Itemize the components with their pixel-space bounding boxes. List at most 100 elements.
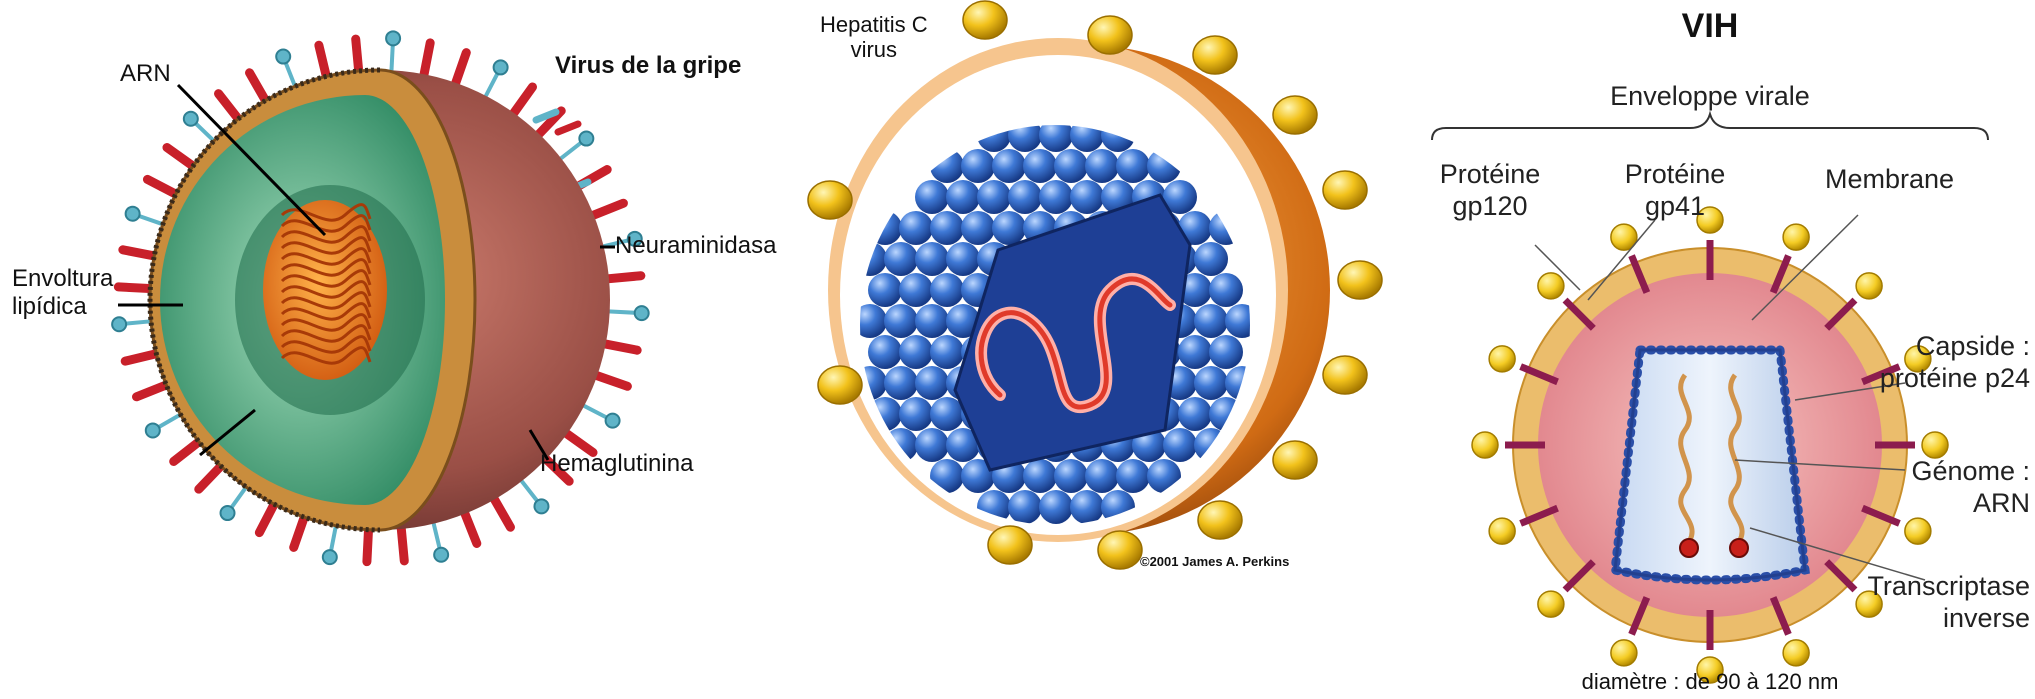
capsid-sphere (1209, 335, 1243, 369)
lipid-envelope-label: Envoltura lipídica (12, 265, 113, 321)
diameter-label: diamètre : de 90 à 120 nm (1510, 668, 1910, 696)
capsid-sphere (1008, 180, 1042, 214)
capsid-sphere (1194, 304, 1228, 338)
capsid-sphere (1008, 490, 1042, 524)
gp120-knob (1783, 224, 1809, 250)
capsid-sphere (1070, 180, 1104, 214)
envelope-knob (1088, 16, 1132, 54)
envelope-knob (1098, 531, 1142, 569)
neuraminidase-head (112, 317, 126, 331)
hemagglutinin-label: Hemaglutinina (540, 450, 693, 478)
capsid-sphere (1054, 459, 1088, 493)
capsid-sphere (1209, 273, 1243, 307)
capsid-sphere (1163, 428, 1197, 462)
capsid-sphere (884, 366, 918, 400)
capsid-sphere (1023, 149, 1057, 183)
neuraminidase-label: Neuraminidasa (615, 232, 776, 260)
hemagglutinin-spike (454, 53, 466, 87)
capsid-sphere (884, 304, 918, 338)
influenza-panel: Virus de la gripe ARN Envoltura lipídica… (0, 0, 800, 699)
envelope-knob (1323, 356, 1367, 394)
capsid-sphere (961, 149, 995, 183)
envelope-bracket (1432, 114, 1988, 140)
capsid-sphere (930, 273, 964, 307)
genome-label: Génome : ARN (1835, 455, 2030, 519)
envelope-knob (963, 1, 1007, 39)
envelope-knob (1338, 261, 1382, 299)
hemagglutinin-spike (512, 87, 533, 116)
capsid-sphere (1116, 149, 1150, 183)
envelope-label: Enveloppe virale (1560, 80, 1860, 112)
neuraminidase-head (579, 132, 593, 146)
gp120-knob (1783, 640, 1809, 666)
capsid-sphere (915, 428, 949, 462)
neuraminidase-head (606, 414, 620, 428)
capsid-sphere (1194, 242, 1228, 276)
hemagglutinin-spike (602, 343, 637, 350)
capsid-sphere (1023, 459, 1057, 493)
surface-spike (558, 124, 578, 132)
hepatitis-c-illustration (840, 0, 1400, 699)
hemagglutinin-spike (423, 43, 430, 78)
hemagglutinin-spike (493, 496, 511, 527)
gp120-knob (1489, 346, 1515, 372)
hiv-title: VIH (1655, 12, 1765, 40)
capsid-sphere (1039, 180, 1073, 214)
capsid-sphere (992, 211, 1026, 245)
capsid-sphere (1178, 397, 1212, 431)
gp120-knob (1538, 591, 1564, 617)
hemagglutinin-spike (463, 510, 476, 543)
capsid-sphere (915, 180, 949, 214)
hemagglutinin-spike (590, 203, 623, 216)
gp120-knob (1472, 432, 1498, 458)
neuraminidase-head (494, 60, 508, 74)
capsid-sphere (868, 335, 902, 369)
envelope-knob (1323, 171, 1367, 209)
capsid-sphere (915, 242, 949, 276)
neuraminidase-head (146, 423, 160, 437)
capsid-sphere (1178, 335, 1212, 369)
neuraminidase-head (184, 112, 198, 126)
envelope-knob (808, 181, 852, 219)
neuraminidase-head (635, 306, 649, 320)
gp120-knob (1905, 518, 1931, 544)
envelope-knob (1193, 36, 1237, 74)
neuraminidase-head (221, 506, 235, 520)
influenza-virus-illustration (0, 0, 800, 699)
capsid-sphere (915, 304, 949, 338)
capsid-sphere (899, 397, 933, 431)
capsid-sphere (1194, 366, 1228, 400)
neuraminidase-head (276, 50, 290, 64)
envelope-knob (1273, 441, 1317, 479)
envelope-knob (1198, 501, 1242, 539)
capsid-sphere (1054, 149, 1088, 183)
capsid-sphere (946, 180, 980, 214)
capsid-sphere (899, 211, 933, 245)
neuraminidase-head (323, 550, 337, 564)
image-credit: ©2001 James A. Perkins (1140, 548, 1289, 576)
capsid-sphere (1085, 149, 1119, 183)
capsid-label: Capside : protéine p24 (1835, 330, 2030, 394)
envelope-knob (818, 366, 862, 404)
capsid-sphere (899, 273, 933, 307)
hemagglutinin-spike (401, 525, 404, 561)
hemagglutinin-spike (605, 276, 641, 279)
hepatitis-c-title: Hepatitis C virus (820, 12, 928, 62)
gp120-knob (1489, 518, 1515, 544)
arn-label: ARN (120, 60, 171, 88)
gp120-knob (1611, 640, 1637, 666)
neuraminidase-head (126, 207, 140, 221)
reverse-transcriptase-label: Transcriptase inverse (1835, 570, 2030, 634)
reverse-transcriptase-2 (1730, 539, 1748, 557)
capsid-sphere (977, 180, 1011, 214)
neuraminidase-head (386, 31, 400, 45)
hepatitis-c-panel: Hepatitis C virus ©2001 James A. Perkins (840, 0, 1400, 699)
capsid-sphere (961, 211, 995, 245)
neuraminidase-head (434, 548, 448, 562)
gp120-knob (1856, 273, 1882, 299)
capsid (1615, 350, 1805, 580)
capsid-sphere (992, 149, 1026, 183)
capsid-sphere (930, 335, 964, 369)
gp120-label: Protéine gp120 (1415, 158, 1565, 222)
capsid-sphere (1085, 459, 1119, 493)
